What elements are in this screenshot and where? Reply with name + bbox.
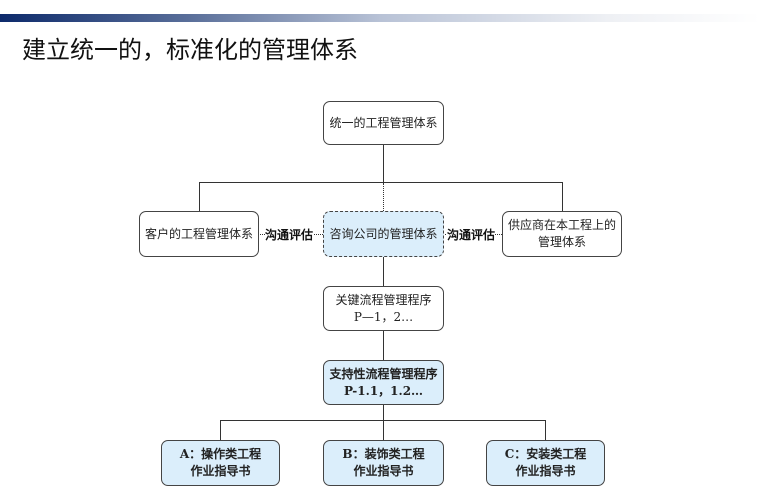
box-label: 作业指导书 (515, 464, 576, 478)
page-title: 建立统一的，标准化的管理体系 (22, 36, 358, 64)
box-label: 供应商在本工程上的 (507, 218, 616, 232)
guide-box-b: B：装饰类工程作业指导书 (323, 440, 444, 486)
key-process-box: 关键流程管理程序 P—1，2… (323, 286, 444, 331)
guide-box-c: C：安装类工程作业指导书 (486, 440, 605, 486)
box-label: 统一的工程管理体系 (329, 115, 438, 130)
comm-eval-right: 沟通评估 (447, 226, 496, 243)
dotted-connector (383, 183, 384, 211)
box-label: 作业指导书 (353, 464, 414, 478)
box-label: C：安装类工程 (504, 447, 587, 461)
box-label: 咨询公司的管理体系 (329, 226, 438, 241)
connector (545, 420, 546, 440)
connector (383, 256, 384, 286)
comm-eval-left: 沟通评估 (265, 226, 314, 243)
consultant-system-box: 咨询公司的管理体系 (323, 211, 444, 257)
header-bar (0, 14, 760, 22)
connector (383, 330, 384, 360)
client-system-box: 客户的工程管理体系 (139, 211, 259, 257)
box-label: 客户的工程管理体系 (144, 226, 253, 241)
box-label: 关键流程管理程序 (335, 292, 432, 307)
box-label: A：操作类工程 (179, 447, 262, 461)
connector (562, 182, 563, 211)
connector (383, 404, 384, 420)
box-label: 管理体系 (537, 235, 586, 249)
box-label: P-1.1，1.2… (343, 383, 424, 398)
box-label: 支持性流程管理程序 (329, 366, 438, 381)
supplier-system-box: 供应商在本工程上的管理体系 (502, 211, 622, 257)
connector (199, 182, 200, 211)
connector (383, 144, 384, 182)
guide-box-a: A：操作类工程作业指导书 (161, 440, 280, 486)
support-process-box: 支持性流程管理程序 P-1.1，1.2… (323, 360, 444, 405)
connector (199, 182, 563, 183)
box-label: B：装饰类工程 (342, 447, 425, 461)
unified-system-box: 统一的工程管理体系 (323, 101, 444, 145)
connector (220, 420, 221, 440)
box-label: 作业指导书 (190, 464, 251, 478)
box-label: P—1，2… (353, 309, 414, 324)
connector (383, 420, 384, 440)
